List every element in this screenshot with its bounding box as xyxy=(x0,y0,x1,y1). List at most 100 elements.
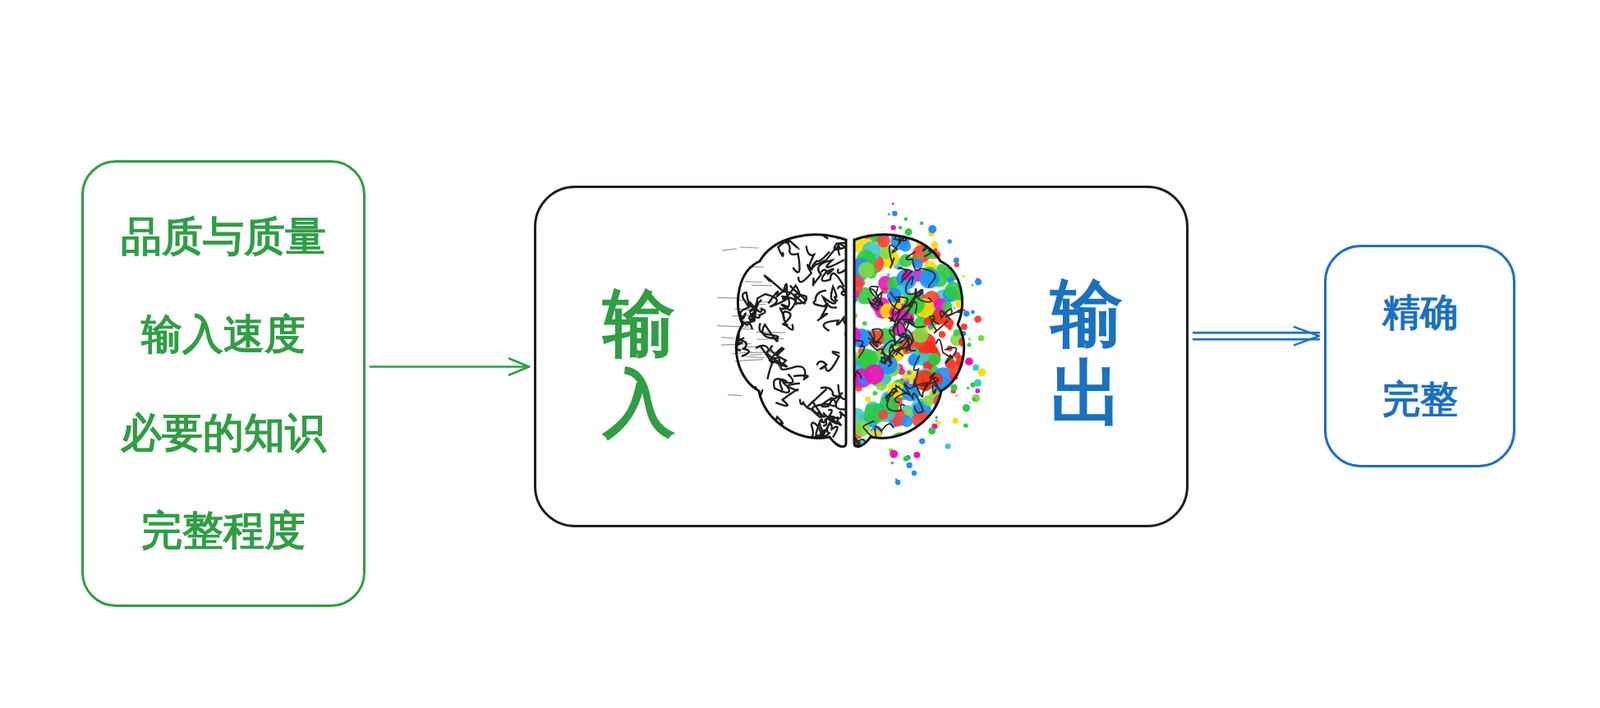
paint-drop xyxy=(928,353,941,366)
paint-drop xyxy=(953,257,960,263)
brain-fold xyxy=(804,436,819,469)
connector-line xyxy=(1193,338,1320,341)
paint-drop xyxy=(909,433,930,455)
brain-fold xyxy=(905,252,935,287)
paint-drop xyxy=(948,440,966,457)
paint-drop xyxy=(974,315,982,323)
paint-drop xyxy=(942,243,946,248)
brain-fold xyxy=(820,387,864,413)
brain-fold xyxy=(755,294,787,309)
paint-drop xyxy=(942,301,953,313)
color-splatter xyxy=(841,224,980,457)
paint-drop xyxy=(916,253,922,259)
paint-drop xyxy=(900,240,912,253)
paint-drop xyxy=(895,479,902,486)
paint-drop xyxy=(964,423,968,428)
brain-fold xyxy=(924,197,946,230)
paint-drop xyxy=(943,252,949,258)
paint-drop xyxy=(953,329,961,336)
paint-drop xyxy=(905,228,913,236)
brain-folds-right xyxy=(839,197,984,453)
paint-drop xyxy=(962,404,971,412)
paint-drop xyxy=(862,321,868,327)
brain-fold xyxy=(806,245,841,269)
paint-drop xyxy=(907,354,920,367)
paint-drop xyxy=(913,451,920,459)
formula-scribble xyxy=(751,285,773,286)
paint-drop xyxy=(963,310,970,317)
paint-drop xyxy=(966,342,971,347)
paint-drop xyxy=(899,253,913,267)
brain-fold xyxy=(821,268,845,287)
paint-drop xyxy=(941,423,955,437)
paint-drop xyxy=(963,422,968,428)
brain-fold xyxy=(730,217,746,240)
paint-drop xyxy=(919,438,925,445)
formula-scribble xyxy=(717,297,739,299)
paint-drop xyxy=(903,455,910,462)
paint-drop xyxy=(946,432,956,442)
paint-drop xyxy=(962,262,976,276)
paint-drop xyxy=(912,436,929,453)
brain-fold xyxy=(905,276,922,303)
paint-drop xyxy=(938,331,946,338)
paint-drop xyxy=(960,273,970,283)
brain-fold xyxy=(731,337,750,357)
brain-fold xyxy=(888,298,914,327)
paint-drop xyxy=(898,225,902,230)
math-scribbles xyxy=(717,247,787,396)
paint-drop xyxy=(962,291,973,302)
brain-fold xyxy=(943,239,964,258)
paint-drop xyxy=(904,408,912,416)
paint-drop xyxy=(978,368,987,378)
brain-fold xyxy=(929,315,949,333)
connector-line xyxy=(1193,331,1320,335)
paint-drop xyxy=(965,388,973,396)
brain-fold xyxy=(845,249,874,267)
paint-drop xyxy=(946,236,966,257)
paint-drop xyxy=(936,263,947,274)
brain-folds-left xyxy=(717,216,874,469)
paint-drop xyxy=(968,337,971,341)
vertical-label: 输入 xyxy=(602,284,676,444)
paint-drop xyxy=(922,395,934,407)
brain-fold xyxy=(869,340,886,364)
formula-scribble xyxy=(744,280,763,283)
paint-drop xyxy=(924,341,935,352)
process-box: 精确完整 xyxy=(1324,244,1516,468)
paint-drop xyxy=(890,461,894,465)
paint-drop xyxy=(969,401,971,404)
brain-fold xyxy=(815,412,833,438)
paint-drop xyxy=(951,384,958,391)
paint-drop xyxy=(939,407,954,422)
paint-drop xyxy=(891,211,897,217)
paint-drop xyxy=(924,439,933,447)
box-text: 品质与质量 xyxy=(120,211,327,262)
paint-drop xyxy=(961,275,966,279)
paint-drop xyxy=(947,239,952,244)
paint-drop xyxy=(971,394,980,403)
vertical-label: 输出 xyxy=(1050,274,1123,434)
brain-fold xyxy=(775,373,798,406)
brain-fold xyxy=(737,443,761,461)
paint-drop xyxy=(871,438,883,451)
brain-fold xyxy=(839,370,862,390)
paint-drop xyxy=(970,310,975,315)
paint-drop xyxy=(864,364,884,385)
formula-scribble xyxy=(721,248,736,251)
paint-drop xyxy=(934,235,941,242)
formula-scribble xyxy=(750,354,763,356)
paint-drop xyxy=(945,424,966,446)
formula-scribble xyxy=(740,247,759,249)
paint-drop xyxy=(906,370,911,375)
paint-drop xyxy=(956,395,958,397)
paint-drop xyxy=(853,419,870,437)
paint-drop xyxy=(960,238,967,245)
paint-drop xyxy=(928,225,937,234)
paint-drop xyxy=(947,435,958,446)
paint-drop xyxy=(953,306,957,309)
paint-drop xyxy=(891,202,895,205)
paint-drop xyxy=(970,381,975,387)
formula-scribble xyxy=(731,314,764,317)
